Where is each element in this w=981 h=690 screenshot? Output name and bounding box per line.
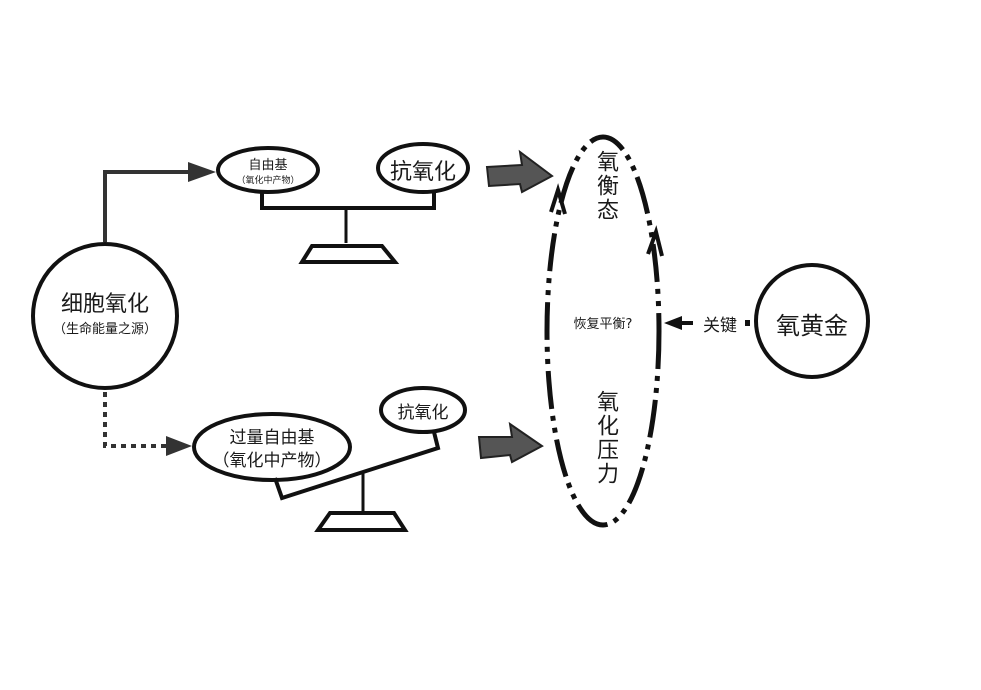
dotted-connector-arrow — [103, 392, 192, 456]
bottom-left-pan-title: 过量自由基 — [229, 428, 315, 448]
bottom-big-arrow-icon — [477, 421, 544, 464]
key-link-label: 关键 — [703, 316, 737, 336]
top-base — [298, 244, 400, 264]
cycle-left-arrowhead-icon — [549, 183, 567, 215]
key-node-circle — [754, 263, 870, 379]
top-left-pan-ellipse — [216, 146, 320, 194]
source-node-subtitle: （生命能量之源） — [52, 322, 157, 337]
cycle-right-arrowhead-icon — [646, 225, 664, 257]
bottom-left-pan-subtitle: （氧化中产物） — [212, 451, 332, 471]
bottom-right-pan-ellipse — [379, 386, 467, 434]
top-beam — [260, 192, 436, 210]
cycle-center-question: 恢复平衡? — [573, 317, 633, 332]
cycle-bottom-state: 氧化压力 — [593, 390, 618, 486]
top-balance-scale — [216, 142, 470, 264]
bottom-balance-scale — [192, 386, 467, 532]
key-node-title: 氧黄金 — [776, 312, 848, 340]
top-left-pan-title: 自由基 — [248, 158, 288, 173]
cycle-ellipse — [544, 134, 662, 528]
top-left-pan-subtitle: （氧化中产物） — [236, 176, 300, 186]
top-right-pan-ellipse — [376, 142, 470, 194]
top-big-arrow-icon — [485, 149, 554, 194]
bottom-left-pan-ellipse — [192, 412, 352, 482]
key-link-arrow — [664, 316, 750, 330]
bottom-beam — [273, 431, 441, 501]
solid-connector-arrow — [103, 162, 216, 242]
source-node-circle — [31, 242, 179, 390]
cycle-top-state: 氧衡态 — [593, 150, 618, 222]
top-right-pan-title: 抗氧化 — [389, 160, 456, 185]
source-node-title: 细胞氧化 — [60, 292, 149, 317]
bottom-base — [314, 511, 409, 532]
bottom-right-pan-title: 抗氧化 — [397, 403, 449, 423]
